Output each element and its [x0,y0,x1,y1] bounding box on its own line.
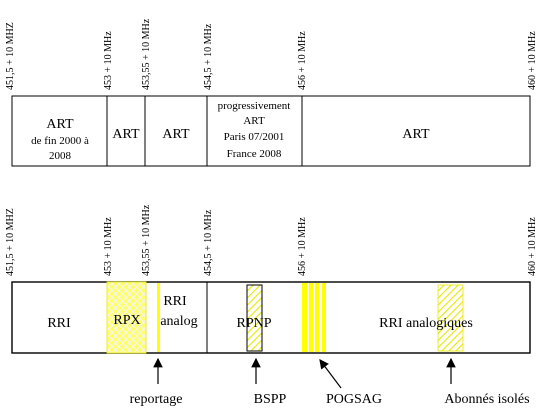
top-tick-label-453: 453 + 10 MHz [103,31,114,90]
abonnes-isoles-block [437,284,464,352]
top-cell-art-2000-2008: ART de fin 2000 à 2008 [31,117,89,162]
annotation-pogsag: POGSAG [326,392,382,407]
top-tick-labels: 451,5 + 10 MHZ 453 + 10 MHz 453,55 + 10 … [5,18,538,90]
annotation-reportage: reportage [130,392,183,407]
top-cell-progressivement-line2: ART [243,115,265,127]
pogsag-arrow [319,359,342,389]
top-cell-art-3: ART [162,127,190,142]
annotation-arrows [153,357,456,389]
top-cell-art-2000-2008-line2: de fin 2000 à [31,135,89,147]
bottom-cell-rri-analogiques: RRI analogiques [379,316,473,331]
bottom-cell-rri-analog-line2: analog [160,314,197,329]
bspp-block [246,284,263,352]
bottom-tick-label-460: 460 + 10 MHz [527,217,538,276]
top-cell-progressivement-line1: progressivement [218,100,291,112]
bottom-cell-rpx: RPX [113,313,140,328]
top-cell-art-2000-2008-line3: 2008 [49,150,72,162]
annotation-abonnes-isoles: Abonnés isolés [444,392,529,407]
top-tick-label-454-5: 454,5 + 10 MHz [203,23,214,90]
top-band-frame [11,95,531,167]
bottom-cell-rri: RRI [47,316,71,331]
bottom-tick-label-454-5: 454,5 + 10 MHz [203,209,214,276]
top-tick-label-451-5: 451,5 + 10 MHZ [5,22,16,90]
bottom-tick-label-453-55: 453,55 + 10 MHz [141,204,152,276]
reportage-marker [157,283,160,352]
top-cell-progressivement-line4: France 2008 [227,148,282,160]
top-tick-label-460: 460 + 10 MHz [527,31,538,90]
bottom-band: 451,5 + 10 MHZ 453 + 10 MHz 453,55 + 10 … [5,204,538,407]
top-cell-progressivement-line3: Paris 07/2001 [224,131,285,143]
top-tick-label-453-55: 453,55 + 10 MHz [141,18,152,90]
pogsag-bars [302,283,326,352]
rpx-block [106,281,147,354]
bottom-tick-label-453: 453 + 10 MHz [103,217,114,276]
top-band: 451,5 + 10 MHZ 453 + 10 MHz 453,55 + 10 … [5,18,538,167]
top-cell-art-2000-2008-line1: ART [46,117,74,132]
bottom-cell-rri-analog-line1: RRI [163,294,187,309]
top-tick-label-456: 456 + 10 MHz [297,31,308,90]
annotation-bspp: BSPP [254,392,287,407]
bottom-cell-rpnp: RPNP [236,316,271,331]
bottom-tick-label-451-5: 451,5 + 10 MHZ [5,208,16,276]
top-cell-progressivement: progressivement ART Paris 07/2001 France… [218,100,291,160]
top-cell-art-5: ART [402,127,430,142]
bottom-tick-labels: 451,5 + 10 MHZ 453 + 10 MHz 453,55 + 10 … [5,204,538,276]
bottom-tick-label-456: 456 + 10 MHz [297,217,308,276]
top-cell-art-2: ART [112,127,140,142]
